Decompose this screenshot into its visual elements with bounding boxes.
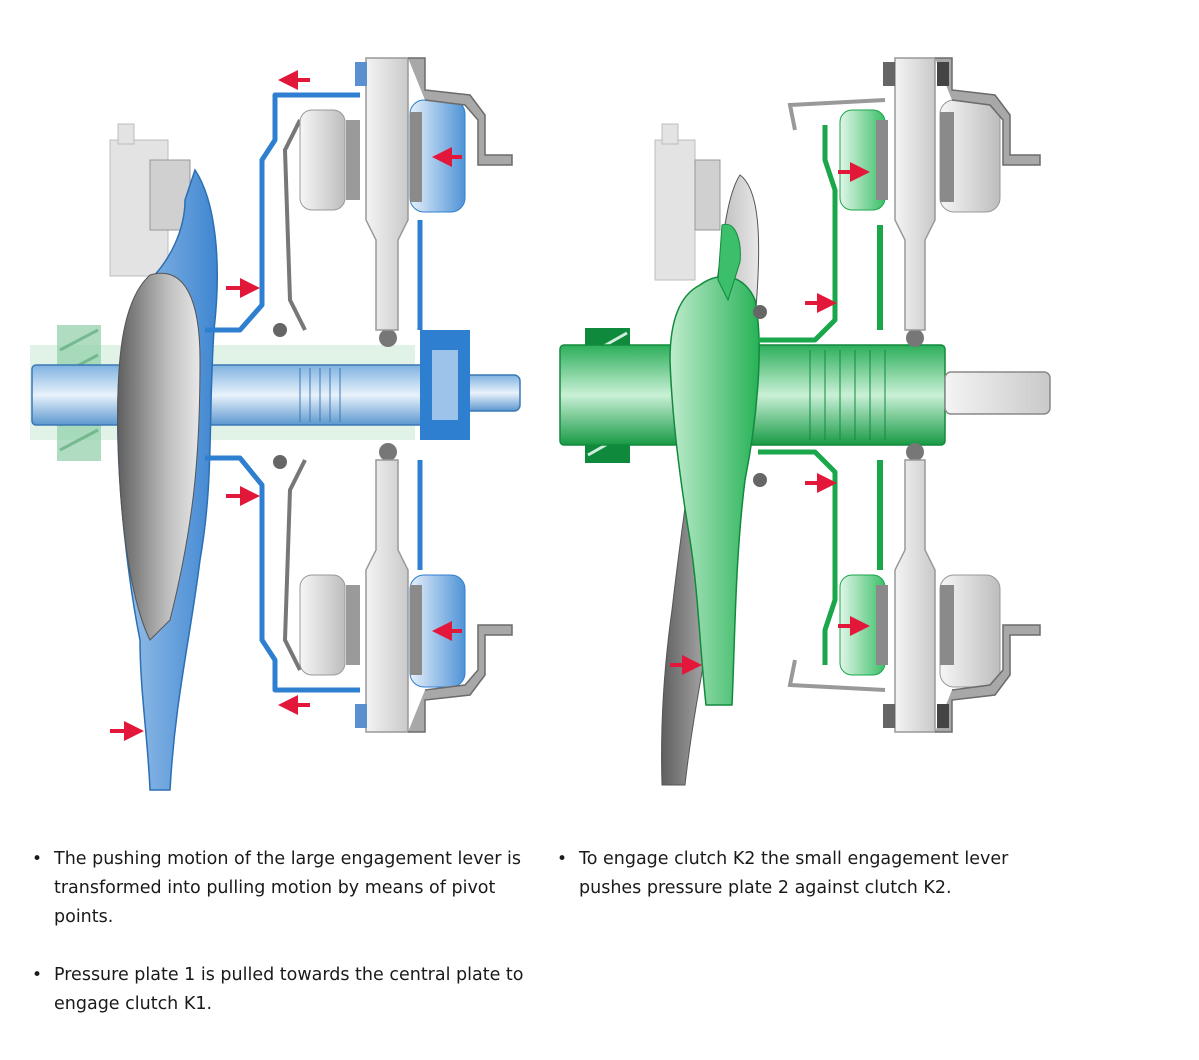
force-arrows-k2: [670, 162, 870, 675]
bullet-list-k2: To engage clutch K2 the small engagement…: [555, 845, 1025, 932]
k2-linkage-bottom: [758, 449, 838, 665]
diagram-k1: [30, 57, 521, 791]
lever-grey-body: [117, 272, 201, 641]
bearing: [753, 305, 767, 319]
bearing: [379, 329, 397, 347]
bullet-item: Pressure plate 1 is pulled towards the c…: [30, 961, 530, 1019]
bullet-list-k1: The pushing motion of the large engageme…: [30, 845, 530, 1048]
k1-linkage-top: [205, 92, 360, 333]
bearing: [906, 443, 924, 461]
pressure-plate-k2-top: [299, 109, 346, 211]
bearing: [379, 443, 397, 461]
bearing: [906, 329, 924, 347]
bearing: [273, 455, 287, 469]
small-engagement-lever: [669, 275, 760, 706]
force-arrows-k1: [110, 70, 462, 741]
input-shaft: [31, 364, 453, 426]
bullet-item: The pushing motion of the large engageme…: [30, 845, 530, 932]
diagram-k2: [559, 57, 1051, 786]
bullet-item: To engage clutch K2 the small engagement…: [555, 845, 1025, 903]
pressure-plate-k2-bottom: [299, 574, 346, 676]
bearing: [273, 323, 287, 337]
clutch-diagrams: [30, 57, 1051, 791]
bearing: [753, 473, 767, 487]
housing-block: [654, 139, 696, 281]
central-plate: [894, 57, 936, 331]
k2-linkage-top: [758, 125, 838, 343]
shaft-end: [944, 371, 1051, 415]
central-plate: [365, 57, 409, 331]
clutch-cover: [408, 57, 513, 166]
k1-linkage-bottom: [205, 455, 360, 693]
